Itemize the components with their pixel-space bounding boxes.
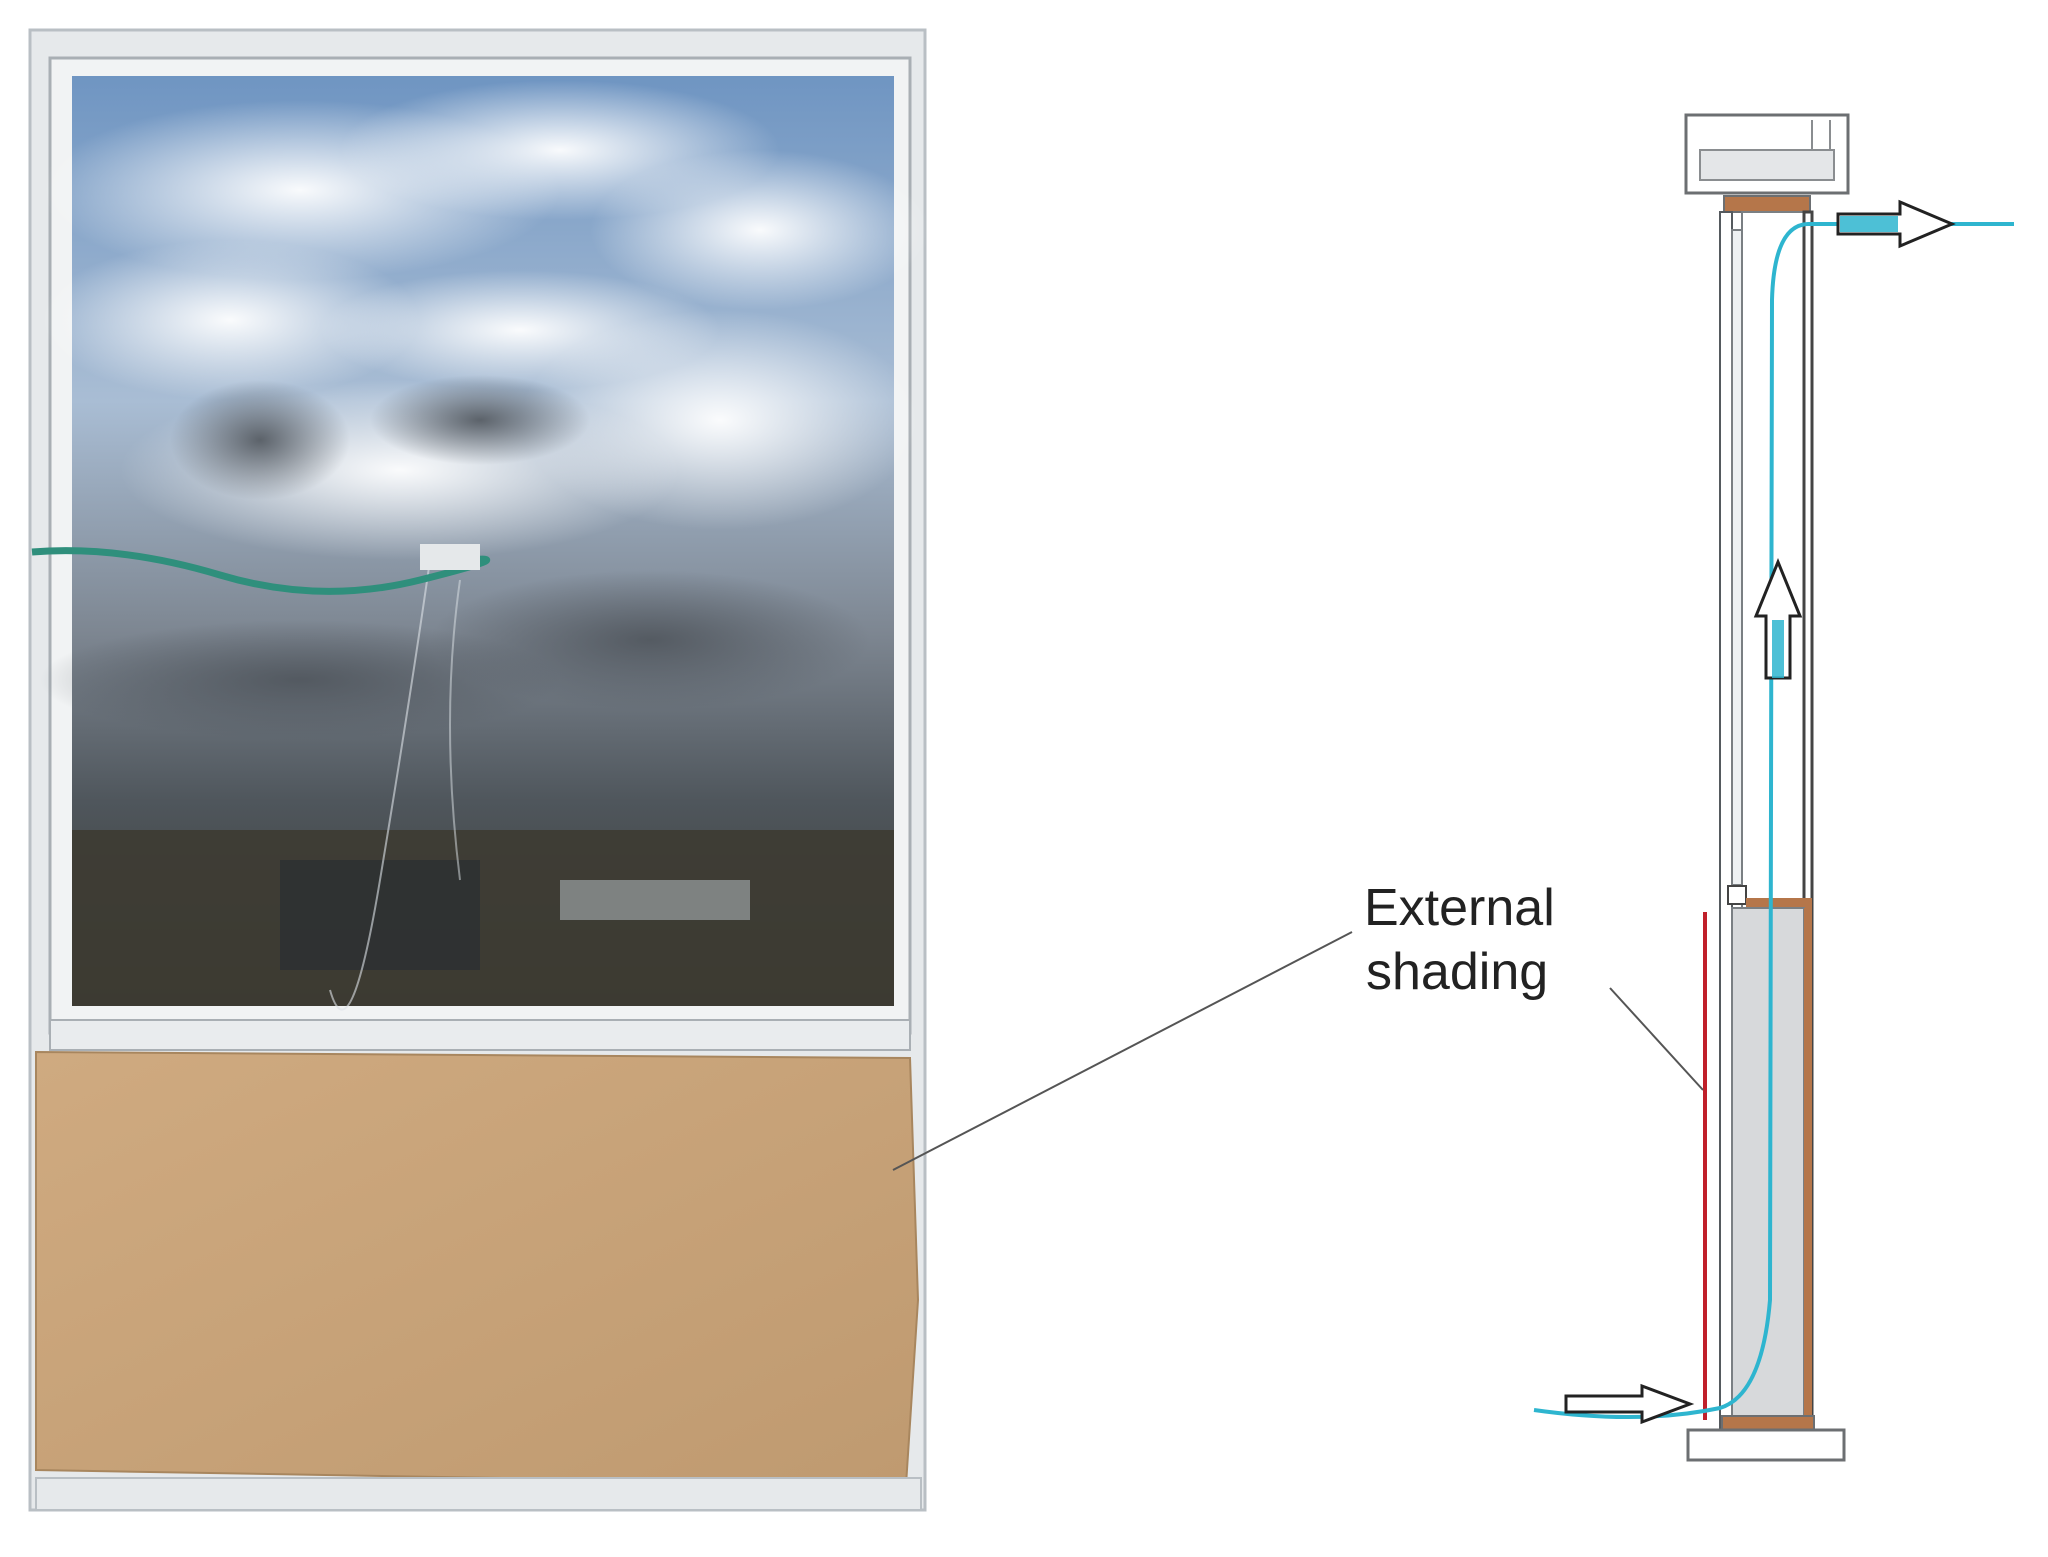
sensor-probe [420, 544, 480, 570]
section-spacer-block [1727, 885, 1747, 905]
window-bottom-frame [35, 1477, 922, 1511]
section-lower-panel [1731, 907, 1805, 1417]
external-shading-board [35, 1050, 920, 1487]
section-glazing-gap [1731, 229, 1743, 886]
window-photo [28, 28, 930, 1512]
airflow-arrow-inlet-icon [1564, 1383, 1695, 1425]
section-top-cap [1723, 195, 1811, 213]
airflow-arrow-outlet-icon [1836, 199, 1956, 249]
shading-leader-line-right [1609, 987, 1704, 1091]
airflow-path [1533, 222, 2014, 1419]
section-drawing [1533, 113, 2014, 1462]
airflow-arrow-upward-icon [1753, 558, 1803, 680]
shading-leader-line-left [892, 931, 1353, 1171]
window-bottom-rail [49, 1019, 911, 1051]
section-bottom-sill [1721, 1415, 1815, 1431]
external-shading-label-line1: External [1364, 879, 1555, 937]
section-base [1686, 1428, 1846, 1462]
sky-clouds [40, 80, 930, 740]
external-shading-label-line2: shading [1366, 943, 1549, 1001]
external-shading-label: External shading [1364, 876, 1555, 1004]
landscape-reflection [72, 830, 894, 1006]
section-outer-skin [1719, 211, 1733, 1433]
section-mid-rail [1746, 898, 1812, 908]
